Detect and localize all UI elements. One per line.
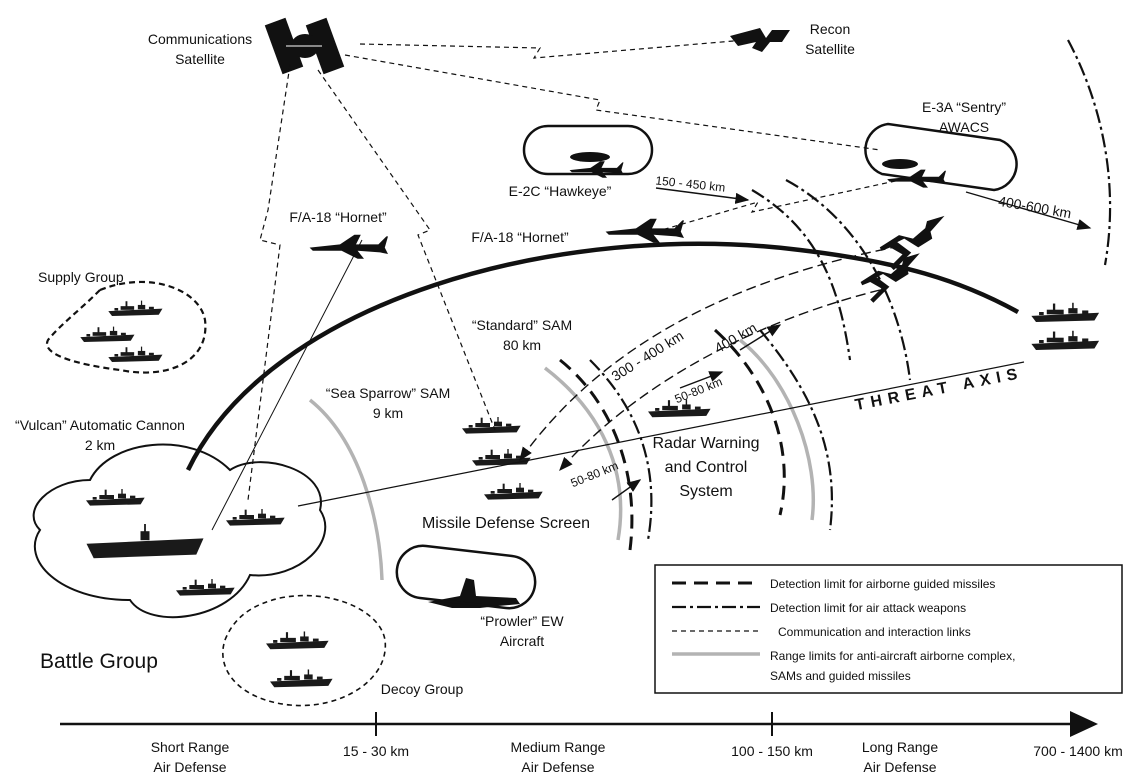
battle-group-label: Battle Group: [40, 650, 158, 673]
range-50-80-upper: 50-80 km: [673, 374, 725, 406]
range-arcs-gray: [308, 338, 815, 581]
zone-short-line2: Air Defense: [153, 759, 226, 775]
comm-sat-label-2: Satellite: [175, 51, 225, 67]
tick-label-100-150: 100 - 150 km: [731, 743, 813, 759]
sea-sparrow-label-1: “Sea Sparrow” SAM: [326, 385, 450, 401]
attack-detection-arcs: [589, 39, 1112, 541]
prowler-orbit: [395, 544, 537, 610]
supply-ships: [80, 300, 163, 362]
zone-long-line2: Air Defense: [863, 759, 936, 775]
legend-label-dotted: Communication and interaction links: [778, 625, 971, 639]
decoy-ships: [266, 631, 333, 688]
hornet-center-label: F/A-18 “Hornet”: [471, 229, 569, 245]
zone-medium-line1: Medium Range: [511, 739, 606, 755]
sea-sparrow-label-2: 9 km: [373, 405, 403, 421]
awacs-label-2: AWACS: [939, 119, 989, 135]
awacs-label-1: E-3A “Sentry”: [922, 99, 1006, 115]
radar-warning-label-2: and Control: [665, 459, 748, 476]
standard-sam-label-1: “Standard” SAM: [472, 317, 572, 333]
range-150-450: 150 - 450 km: [655, 173, 726, 194]
legend-box: [654, 564, 1123, 694]
tick-label-15-30: 15 - 30 km: [343, 743, 409, 759]
radar-warning-label-3: System: [679, 483, 732, 500]
threat-axis-label: THREAT AXIS: [854, 365, 1025, 414]
hawkeye-orbit: [522, 124, 654, 176]
hornet-left-label: F/A-18 “Hornet”: [289, 209, 387, 225]
legend: Detection limit for airborne guided miss…: [654, 564, 1123, 694]
enemy-fighter-1-icon: [879, 215, 945, 271]
missile-screen-label: Missile Defense Screen: [422, 515, 590, 532]
legend-label-dashdot: Detection limit for air attack weapons: [770, 601, 966, 615]
missile-detection-arcs: [559, 328, 786, 551]
zone-medium-line2: Air Defense: [521, 759, 594, 775]
legend-label-dashed: Detection limit for airborne guided miss…: [770, 577, 995, 591]
decoy-group-outline: [222, 594, 387, 707]
recon-sat-label-1: Recon: [810, 21, 850, 37]
tick-label-700-1400: 700 - 1400 km: [1033, 743, 1123, 759]
prowler-label-1: “Prowler” EW: [480, 613, 564, 629]
awacs-orbit: [864, 122, 1018, 192]
recon-satellite-icon: [730, 28, 790, 52]
range-axis-arrowhead: [1070, 711, 1098, 737]
radar-warning-label-1: Radar Warning: [652, 435, 759, 452]
legend-label-gray-continued: SAMs and guided missiles: [770, 669, 911, 683]
legend-label-gray: Range limits for anti-aircraft airborne …: [770, 649, 1015, 663]
range-axis: 15 - 30 km 100 - 150 km 700 - 1400 km Sh…: [60, 711, 1123, 775]
vulcan-link: [211, 239, 363, 531]
decoy-group-label: Decoy Group: [381, 681, 464, 697]
comm-sat-label-1: Communications: [148, 31, 252, 47]
prowler-label-2: Aircraft: [500, 633, 544, 649]
vulcan-label-2: 2 km: [85, 437, 115, 453]
hawkeye-icon: [569, 152, 624, 178]
supply-group-label: Supply Group: [38, 269, 124, 285]
range-400-600: 400-600 km: [997, 193, 1073, 222]
battle-group-ships: [86, 489, 285, 596]
zone-long-line1: Long Range: [862, 739, 939, 755]
range-arrows: [611, 187, 1092, 501]
enemy-ships: [1031, 302, 1100, 350]
hawkeye-label: E-2C “Hawkeye”: [509, 183, 612, 199]
range-50-80-lower: 50-80 km: [569, 458, 621, 490]
hornet-center-icon: [605, 218, 684, 243]
battle-group-outline: [32, 443, 327, 619]
incoming-threat-paths: [519, 245, 901, 472]
comm-satellite-icon: [264, 17, 345, 75]
standard-sam-label-2: 80 km: [503, 337, 541, 353]
awacs-icon: [882, 159, 946, 188]
range-300-400: 300 - 400 km: [608, 327, 686, 384]
interceptor-arc: [185, 241, 1020, 471]
threat-axis-line: [297, 361, 1025, 507]
zone-short-line1: Short Range: [151, 739, 230, 755]
recon-sat-label-2: Satellite: [805, 41, 855, 57]
comm-links: [247, 39, 901, 501]
vulcan-label-1: “Vulcan” Automatic Cannon: [15, 417, 185, 433]
hornet-left-icon: [309, 234, 388, 259]
supply-group-outline: [45, 280, 207, 374]
